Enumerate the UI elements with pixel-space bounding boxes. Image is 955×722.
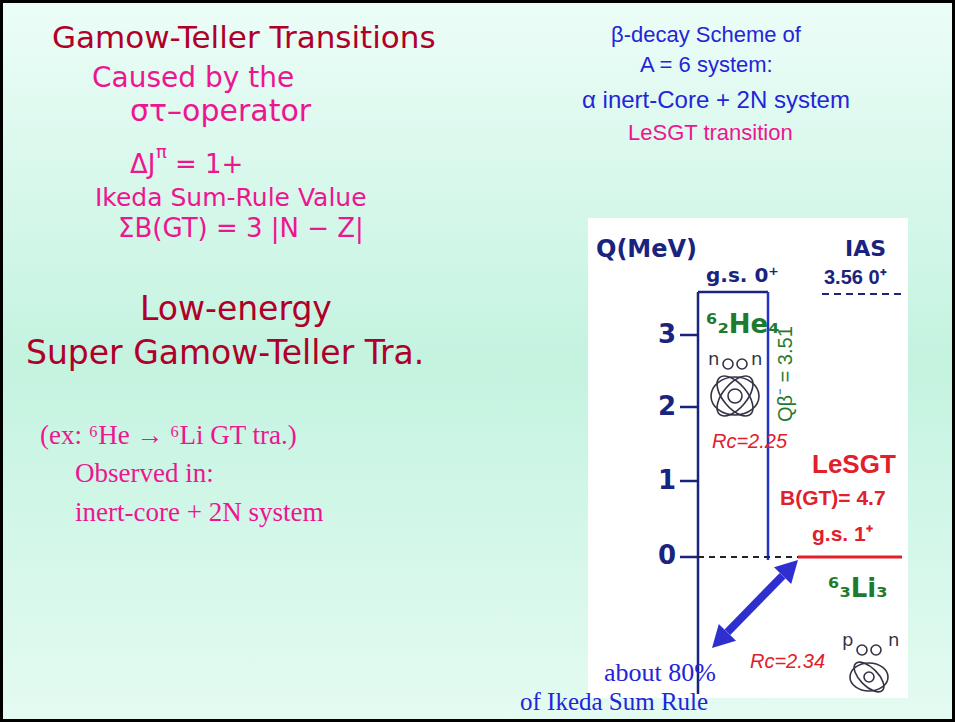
nucleon-loop	[857, 645, 867, 655]
he6-level-line	[698, 291, 768, 294]
example-text: inert-core + 2N system	[75, 497, 323, 528]
axis-tick-label: 2	[658, 392, 676, 422]
nucleus-orbit	[849, 657, 889, 697]
body-text: Ikeda Sum-Rule Value	[95, 184, 367, 213]
body-text: Caused by the	[92, 62, 294, 94]
annotation-text: about 80%	[604, 658, 716, 688]
neutron-loop	[723, 359, 733, 369]
parity-superscript: π	[156, 142, 167, 163]
strength-label: B(GT)= 4.7	[780, 486, 886, 510]
scheme-heading: β-decay Scheme of	[611, 22, 801, 47]
nucleon-label: n	[708, 349, 719, 370]
subheading: Low-energy	[140, 290, 332, 328]
annotation-text: of Ikeda Sum Rule	[520, 688, 708, 717]
nucleon-label: n	[751, 349, 762, 370]
scheme-panel	[588, 218, 908, 698]
nucleus-orbit	[710, 370, 759, 422]
axis-tick	[680, 556, 698, 559]
radius-label: Rc=2.25	[712, 430, 787, 453]
scheme-heading: A = 6 system:	[640, 52, 773, 77]
ground-line	[698, 556, 798, 558]
neutron-loop	[737, 359, 747, 369]
arrow-shaft	[727, 576, 782, 633]
axis-tick-label: 3	[658, 320, 676, 350]
axis-tick	[680, 406, 698, 409]
nucleus-core	[864, 672, 874, 682]
nucleus-name: ⁶₃Li₃	[828, 574, 888, 604]
arrow-head	[774, 560, 798, 584]
nucleon-label: p	[842, 630, 853, 651]
nucleus-name: ⁶₂He₄	[706, 310, 780, 340]
level-label: 3.56 0⁺	[824, 266, 887, 289]
axis-tick	[680, 334, 698, 337]
level-label: g.s. 0⁺	[706, 264, 779, 287]
subheading: Super Gamow-Teller Tra.	[26, 334, 424, 372]
q-value-label: Qβ⁻ = 3.51	[774, 326, 797, 422]
axis-tick-label: 1	[658, 466, 676, 496]
radius-label: Rc=2.34	[750, 650, 825, 673]
example-text: (ex: ⁶He → ⁶Li GT tra.)	[40, 420, 297, 451]
li6-level-line	[798, 556, 902, 559]
double-arrow	[712, 560, 798, 648]
scheme-heading: α inert-Core + 2N system	[582, 86, 850, 114]
level-label: IAS	[845, 236, 886, 261]
spin-change: = 1+	[175, 150, 243, 180]
nucleus-core	[728, 389, 742, 403]
nucleus-orbit	[850, 663, 888, 691]
spin-change: ΔJ	[130, 150, 155, 180]
arrow-head	[712, 624, 736, 648]
nucleon-loop	[871, 645, 881, 655]
axis-tick-label: 0	[658, 541, 676, 571]
level-label: g.s. 1⁺	[812, 522, 873, 546]
ias-level-line	[822, 293, 902, 295]
li6-nucleus-sketch	[849, 645, 889, 697]
slide-title: Gamow-Teller Transitions	[52, 20, 436, 56]
axis-title: Q(MeV)	[596, 236, 697, 264]
nucleus-orbit	[711, 377, 759, 415]
energy-axis	[697, 292, 700, 694]
formula-text: ΣB(GT) = 3 |N − Z|	[118, 214, 364, 244]
axis-tick	[680, 480, 698, 483]
operator-text: στ–operator	[130, 94, 311, 129]
scheme-heading: LeSGT transition	[628, 120, 793, 145]
nucleus-orbit	[710, 370, 759, 422]
transition-label: LeSGT	[812, 450, 896, 480]
nucleon-label: n	[888, 630, 899, 651]
example-text: Observed in:	[75, 458, 214, 489]
